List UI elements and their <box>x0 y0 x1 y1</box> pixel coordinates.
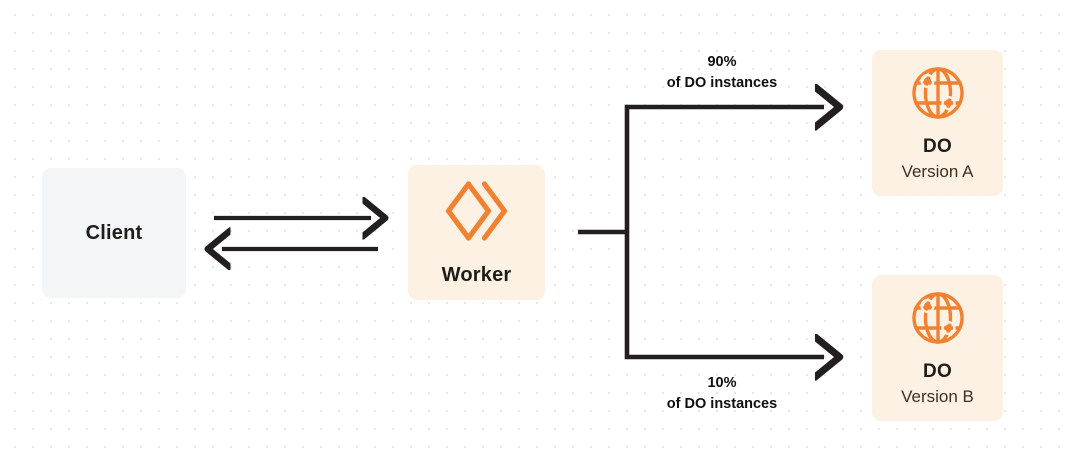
cloudflare-workers-icon <box>442 178 512 244</box>
durable-object-globe-icon <box>909 64 967 122</box>
node-do-version-a-sublabel: Version A <box>901 162 974 181</box>
edge-worker-to-do-b <box>624 232 824 357</box>
durable-object-globe-icon <box>909 289 967 347</box>
node-do-version-a[interactable]: DO Version A <box>872 50 1003 196</box>
node-do-version-a-label: DO <box>922 136 953 157</box>
node-client-label: Client <box>85 221 143 244</box>
edge-worker-to-do-a <box>624 107 824 232</box>
edge-label-do-a: 90% of DO instances <box>627 52 817 94</box>
node-worker-label: Worker <box>441 264 512 286</box>
node-do-version-b-sublabel: Version B <box>901 387 974 406</box>
edge-label-do-b-percent: 10% <box>707 375 737 391</box>
edge-label-do-a-detail: of DO instances <box>666 75 778 92</box>
node-client[interactable]: Client <box>42 168 186 298</box>
node-do-version-b-label: DO <box>922 361 953 382</box>
node-worker[interactable]: Worker <box>408 165 545 300</box>
edge-label-do-b-detail: of DO instances <box>666 396 778 413</box>
edge-label-do-a-percent: 90% <box>707 54 737 70</box>
node-do-version-b[interactable]: DO Version B <box>872 275 1003 421</box>
edge-label-do-b: 10% of DO instances <box>627 373 817 415</box>
